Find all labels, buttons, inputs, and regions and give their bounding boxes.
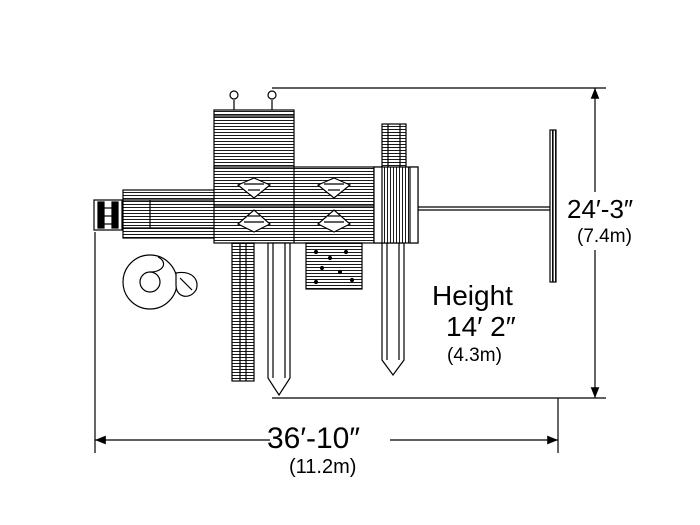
side-slide [381,242,405,377]
swing-beam [418,206,556,211]
telescope-right [267,90,277,110]
tire-swing [122,254,198,310]
ladder-left [231,242,255,382]
rear-ladder [381,123,407,170]
width-metric-label: (11.2m) [289,456,357,478]
side-deck [373,166,419,244]
width-dimension-label: 36′-10″ [267,422,360,455]
main-deck [213,166,375,244]
height-title: Height [432,280,513,311]
depth-dimension-label: 24′-3″ [567,194,634,224]
telescope-left [229,90,239,110]
wave-slide [267,242,291,397]
depth-dimension-line [272,87,606,399]
crawl-bridge [122,189,217,239]
depth-metric-label: (7.4m) [577,226,632,247]
swing-a-frame [549,129,557,283]
climbing-wall [305,242,363,290]
height-value: 14′ 2″ [446,311,516,342]
end-ladder [93,199,123,231]
height-metric-label: (4.3m) [447,345,502,366]
upper-tower [213,109,295,169]
roof-ridge-marks [236,177,352,233]
width-dimension-line [94,232,559,453]
